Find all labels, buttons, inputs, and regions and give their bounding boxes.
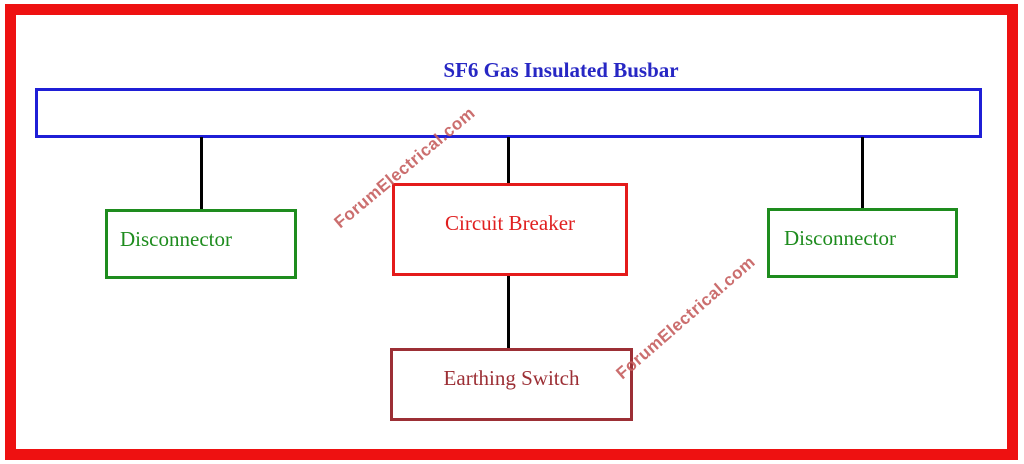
connector-line-middle-bottom bbox=[507, 274, 510, 351]
circuit-breaker-box: Circuit Breaker bbox=[392, 183, 628, 276]
disconnector-left-label: Disconnector bbox=[120, 226, 232, 251]
disconnector-left-box: Disconnector bbox=[105, 209, 297, 279]
circuit-breaker-label: Circuit Breaker bbox=[444, 211, 576, 235]
connector-line-middle-top bbox=[507, 137, 510, 186]
connector-line-left bbox=[200, 137, 203, 211]
busbar-title: SF6 Gas Insulated Busbar bbox=[443, 58, 679, 82]
disconnector-right-label: Disconnector bbox=[784, 225, 896, 250]
busbar-rect bbox=[35, 88, 982, 138]
connector-line-right bbox=[861, 137, 864, 210]
disconnector-right-box: Disconnector bbox=[767, 208, 958, 278]
earthing-switch-box: Earthing Switch bbox=[390, 348, 633, 421]
earthing-switch-label: Earthing Switch bbox=[443, 366, 580, 390]
outer-red-frame bbox=[5, 4, 1018, 460]
